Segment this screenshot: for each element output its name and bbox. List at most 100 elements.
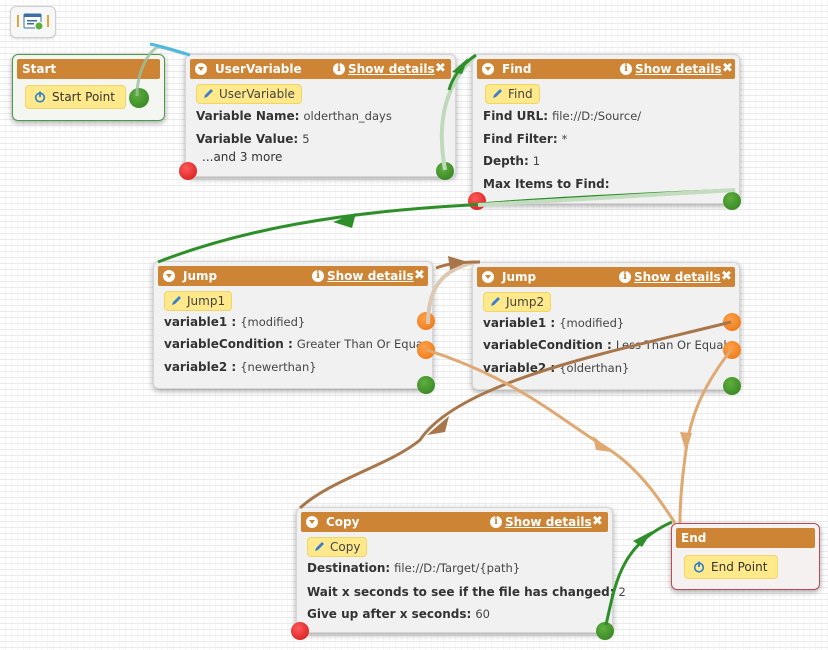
jump1-condition-false-port[interactable]: [417, 341, 435, 359]
info-icon: i: [619, 271, 631, 283]
find-show-details-link[interactable]: Show details: [635, 62, 722, 76]
find-row-filter: Find Filter:*: [483, 132, 568, 146]
jump2-chip-label: Jump2: [506, 295, 545, 309]
info-icon: i: [620, 63, 632, 75]
close-icon[interactable]: ✖: [721, 269, 732, 284]
connector-jump1-to-jump2: [426, 260, 476, 325]
jump1-output-port[interactable]: [417, 376, 435, 394]
jump1-chip-label: Jump1: [187, 294, 226, 308]
arrow-head: [448, 256, 468, 270]
copy-error-port[interactable]: [291, 622, 309, 640]
jump2-condition-false-port[interactable]: [723, 341, 741, 359]
info-icon: i: [490, 516, 502, 528]
uservariable-output-port[interactable]: [436, 162, 454, 180]
uservariable-row-value: Variable Value:5: [196, 132, 310, 146]
pencil-icon: [172, 296, 181, 305]
find-name-chip[interactable]: Find: [485, 84, 540, 104]
start-point-label: Start Point: [52, 90, 115, 104]
arrow-head: [680, 432, 692, 452]
jump1-node[interactable]: Jump i Show details ✖ Jump1 variable1 :{…: [153, 261, 435, 394]
jump2-name-chip[interactable]: Jump2: [483, 292, 552, 312]
uservariable-show-details-link[interactable]: Show details: [348, 62, 435, 76]
copy-row-giveup: Give up after x seconds:60: [307, 607, 490, 621]
arrow-head: [633, 531, 652, 547]
copy-chip-label: Copy: [330, 540, 361, 554]
jump2-node-header[interactable]: Jump i Show details ✖: [477, 267, 735, 287]
pencil-icon: [493, 89, 502, 98]
arrow-head: [333, 213, 356, 228]
copy-node-header[interactable]: Copy i Show details ✖: [301, 512, 608, 532]
close-icon[interactable]: ✖: [592, 514, 603, 529]
copy-node-title: Copy: [326, 515, 360, 529]
connector-copy-to-end: [604, 520, 673, 626]
jump2-row-variable2: variable2 :{olderthan}: [483, 361, 630, 375]
power-icon: [34, 91, 46, 103]
copy-name-chip[interactable]: Copy: [307, 537, 368, 557]
find-node[interactable]: Find i Show details ✖ Find Find URL:file…: [468, 54, 741, 210]
start-point-chip[interactable]: Start Point: [25, 85, 126, 109]
info-icon: i: [312, 270, 324, 282]
jump2-node[interactable]: Jump i Show details ✖ Jump2 variable1 :{…: [472, 262, 741, 395]
pencil-icon: [491, 297, 500, 306]
find-error-port[interactable]: [468, 192, 486, 210]
end-point-label: End Point: [711, 560, 768, 574]
end-point-chip[interactable]: End Point: [684, 555, 779, 579]
collapse-chevron-icon[interactable]: [482, 63, 494, 75]
jump2-output-port[interactable]: [723, 377, 741, 395]
close-icon[interactable]: ✖: [722, 61, 733, 76]
workflow-toolbar-button[interactable]: [10, 6, 56, 38]
jump2-node-title: Jump: [502, 270, 537, 284]
power-icon: [693, 561, 705, 573]
jump1-node-header[interactable]: Jump i Show details ✖: [158, 266, 428, 286]
find-chip-label: Find: [508, 87, 533, 101]
uservariable-chip-label: UserVariable: [219, 87, 295, 101]
jump1-name-chip[interactable]: Jump1: [164, 291, 233, 311]
close-icon[interactable]: ✖: [435, 61, 446, 76]
pencil-icon: [315, 542, 324, 551]
collapse-chevron-icon[interactable]: [195, 63, 207, 75]
uservariable-more-text[interactable]: ...and 3 more: [202, 150, 283, 164]
collapse-chevron-icon[interactable]: [163, 270, 175, 282]
jump2-row-condition: variableCondition :Less Than Or Equal: [483, 338, 727, 352]
jump1-node-title: Jump: [183, 269, 218, 283]
uservariable-name-chip[interactable]: UserVariable: [196, 84, 302, 104]
end-node-title: End: [681, 531, 707, 545]
close-icon[interactable]: ✖: [414, 268, 425, 283]
jump2-row-variable1: variable1 :{modified}: [483, 316, 625, 330]
find-row-max-items: Max Items to Find:: [483, 177, 610, 191]
end-node-header[interactable]: End: [676, 528, 815, 548]
jump1-row-variable2: variable2 :{newerthan}: [164, 360, 317, 374]
find-row-depth: Depth:1: [483, 154, 541, 168]
find-node-header[interactable]: Find i Show details ✖: [477, 59, 735, 79]
find-output-port[interactable]: [723, 192, 741, 210]
start-output-port[interactable]: [129, 88, 149, 108]
workflow-settings-icon: [17, 13, 49, 31]
jump1-row-variable1: variable1 :{modified}: [164, 315, 306, 329]
copy-show-details-link[interactable]: Show details: [505, 515, 592, 529]
uservariable-error-port[interactable]: [179, 162, 197, 180]
uservariable-node[interactable]: UserVariable i Show details ✖ UserVariab…: [179, 54, 456, 180]
collapse-chevron-icon[interactable]: [306, 516, 318, 528]
arrow-head: [427, 416, 449, 435]
find-row-url: Find URL:file://D:/Source/: [483, 109, 642, 123]
start-node[interactable]: Start Start Point: [12, 54, 165, 121]
end-node[interactable]: End End Point: [671, 523, 820, 590]
jump2-condition-true-port[interactable]: [723, 313, 741, 331]
start-node-title: Start: [22, 62, 57, 76]
jump1-condition-true-port[interactable]: [417, 312, 435, 330]
find-node-title: Find: [502, 62, 532, 76]
uservariable-node-title: UserVariable: [215, 62, 302, 76]
info-icon: i: [333, 63, 345, 75]
uservariable-node-header[interactable]: UserVariable i Show details ✖: [190, 59, 451, 79]
copy-output-port[interactable]: [596, 622, 614, 640]
jump1-show-details-link[interactable]: Show details: [327, 269, 414, 283]
jump1-row-condition: variableCondition :Greater Than Or Equal: [164, 337, 422, 351]
start-node-header[interactable]: Start: [17, 59, 160, 79]
collapse-chevron-icon[interactable]: [482, 271, 494, 283]
copy-node[interactable]: Copy i Show details ✖ Copy Destination:f…: [291, 507, 626, 640]
pencil-icon: [204, 89, 213, 98]
jump2-show-details-link[interactable]: Show details: [634, 270, 721, 284]
copy-row-destination: Destination:file://D:/Target/{path}: [307, 561, 521, 575]
uservariable-row-name: Variable Name:olderthan_days: [196, 109, 392, 123]
arrow-head: [593, 436, 612, 452]
